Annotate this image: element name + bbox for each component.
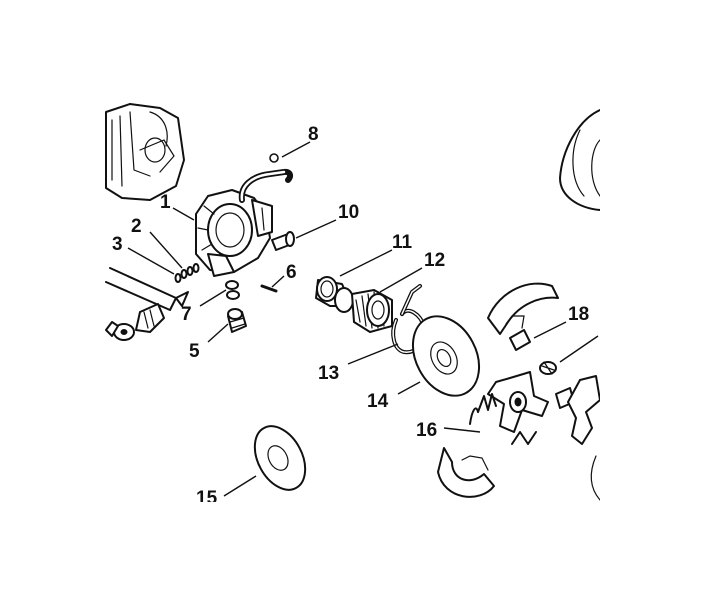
oil-pump-body [195,189,273,277]
clutch-pads [509,329,575,409]
callout-12: 12 [424,250,445,271]
clutch-drum-fragment [567,375,601,501]
callout-16: 16 [416,420,437,441]
callout-5: 5 [189,341,200,362]
pin [260,284,278,293]
clutch-shoe-upper [487,282,559,335]
callout-3: 3 [112,234,123,255]
clutch-carrier [487,371,549,433]
sleeve [315,276,354,313]
callout-1: 1 [160,192,171,213]
oil-tube [238,153,294,203]
leader-lines [127,141,599,497]
callout-6: 6 [286,262,297,283]
callout-10: 10 [338,202,359,223]
plug [227,308,247,333]
worm-shaft [105,267,189,341]
callout-8: 8 [308,124,319,145]
spring-and-washers [174,263,200,283]
callout-2: 2 [131,216,142,237]
housing-fragment-right [559,109,601,211]
worm-gear [351,289,393,333]
thrust-washer [411,315,481,397]
callout-14: 14 [367,391,389,412]
callout-13: 13 [318,363,339,384]
washer [253,425,307,491]
callout-labels: 1 2 3 5 6 7 8 10 11 12 13 14 15 16 18 [112,124,589,509]
engine-housing-fragment [105,103,185,201]
clutch-springs [469,361,557,445]
clutch-shoe-lower [437,447,495,498]
callout-18: 18 [568,304,589,325]
o-rings [225,280,240,300]
callout-7: 7 [181,304,192,325]
screw [271,231,295,251]
callout-11: 11 [392,232,413,253]
crop-mask-bottom [0,502,726,614]
